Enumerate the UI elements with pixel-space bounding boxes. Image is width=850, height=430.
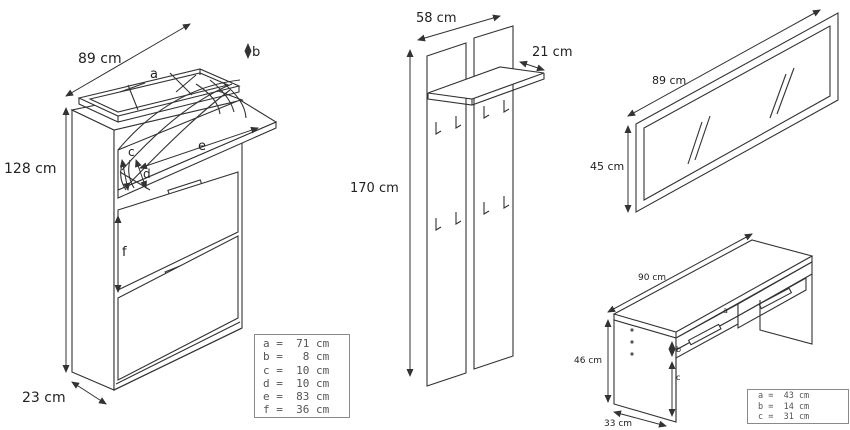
mirror-width-label: 89 cm bbox=[652, 74, 686, 87]
cabinet-side-panel bbox=[71, 109, 115, 391]
label-e: e bbox=[198, 139, 206, 154]
coat-rack-drawing: 58 cm 21 cm 170 cm bbox=[350, 11, 573, 387]
legend-row: c = 31 cm bbox=[758, 412, 810, 422]
bottom-drawer-front bbox=[117, 235, 239, 381]
rack-height-label: 170 cm bbox=[350, 181, 399, 196]
bench-label-c: c bbox=[676, 373, 680, 382]
cabinet-depth-dimension bbox=[71, 381, 107, 405]
label-f: f bbox=[122, 245, 127, 260]
legend-row: a = 43 cm bbox=[758, 391, 810, 401]
rack-shelf-dimension bbox=[519, 60, 545, 72]
rack-width-label: 58 cm bbox=[416, 11, 457, 26]
mirror-height-label: 45 cm bbox=[590, 160, 624, 173]
cabinet-width-dimension bbox=[65, 23, 191, 97]
label-c: c bbox=[128, 145, 135, 159]
bench-drawing: 90 cm 46 cm 33 cm a b c bbox=[574, 233, 814, 429]
drawer-handle bbox=[687, 323, 722, 346]
bench-depth-dimension bbox=[613, 410, 667, 428]
bench-height-label: 46 cm bbox=[574, 356, 602, 366]
mirror-frame bbox=[635, 12, 839, 213]
label-b: b bbox=[252, 45, 260, 60]
mirror-drawing: 89 cm 45 cm bbox=[590, 9, 839, 213]
legend-row: e = 83 cm bbox=[263, 390, 330, 404]
legend-row: b = 14 cm bbox=[758, 401, 810, 412]
legend-row: a = 71 cm bbox=[263, 337, 330, 350]
shoe-cabinet-drawing: 89 cm 128 cm 23 cm a b c d e f bbox=[4, 23, 278, 406]
rack-width-dimension bbox=[417, 14, 501, 42]
legend-row: d = 10 cm bbox=[263, 376, 330, 390]
legend-row: c = 10 cm bbox=[263, 363, 330, 377]
label-d: d bbox=[143, 167, 151, 181]
legend-row: f = 36 cm bbox=[263, 403, 330, 417]
bench-label-a: a bbox=[723, 306, 728, 315]
hook-icon bbox=[435, 116, 462, 231]
bench-side bbox=[613, 319, 677, 423]
cabinet-height-label: 128 cm bbox=[4, 161, 57, 177]
bench-depth-label: 33 cm bbox=[604, 419, 632, 429]
cabinet-depth-label: 23 cm bbox=[22, 390, 66, 406]
bench-label-b: b bbox=[676, 345, 681, 354]
bench-width-dimension bbox=[607, 233, 753, 313]
rack-shelf-label: 21 cm bbox=[532, 45, 573, 60]
rack-panel-left bbox=[426, 42, 467, 387]
bench-width-label: 90 cm bbox=[638, 273, 666, 283]
legend-row: b = 8 cm bbox=[263, 350, 330, 364]
hook-icon bbox=[483, 100, 510, 215]
mirror-width-dimension bbox=[627, 9, 821, 117]
cabinet-width-label: 89 cm bbox=[78, 51, 122, 67]
label-a: a bbox=[150, 67, 158, 82]
